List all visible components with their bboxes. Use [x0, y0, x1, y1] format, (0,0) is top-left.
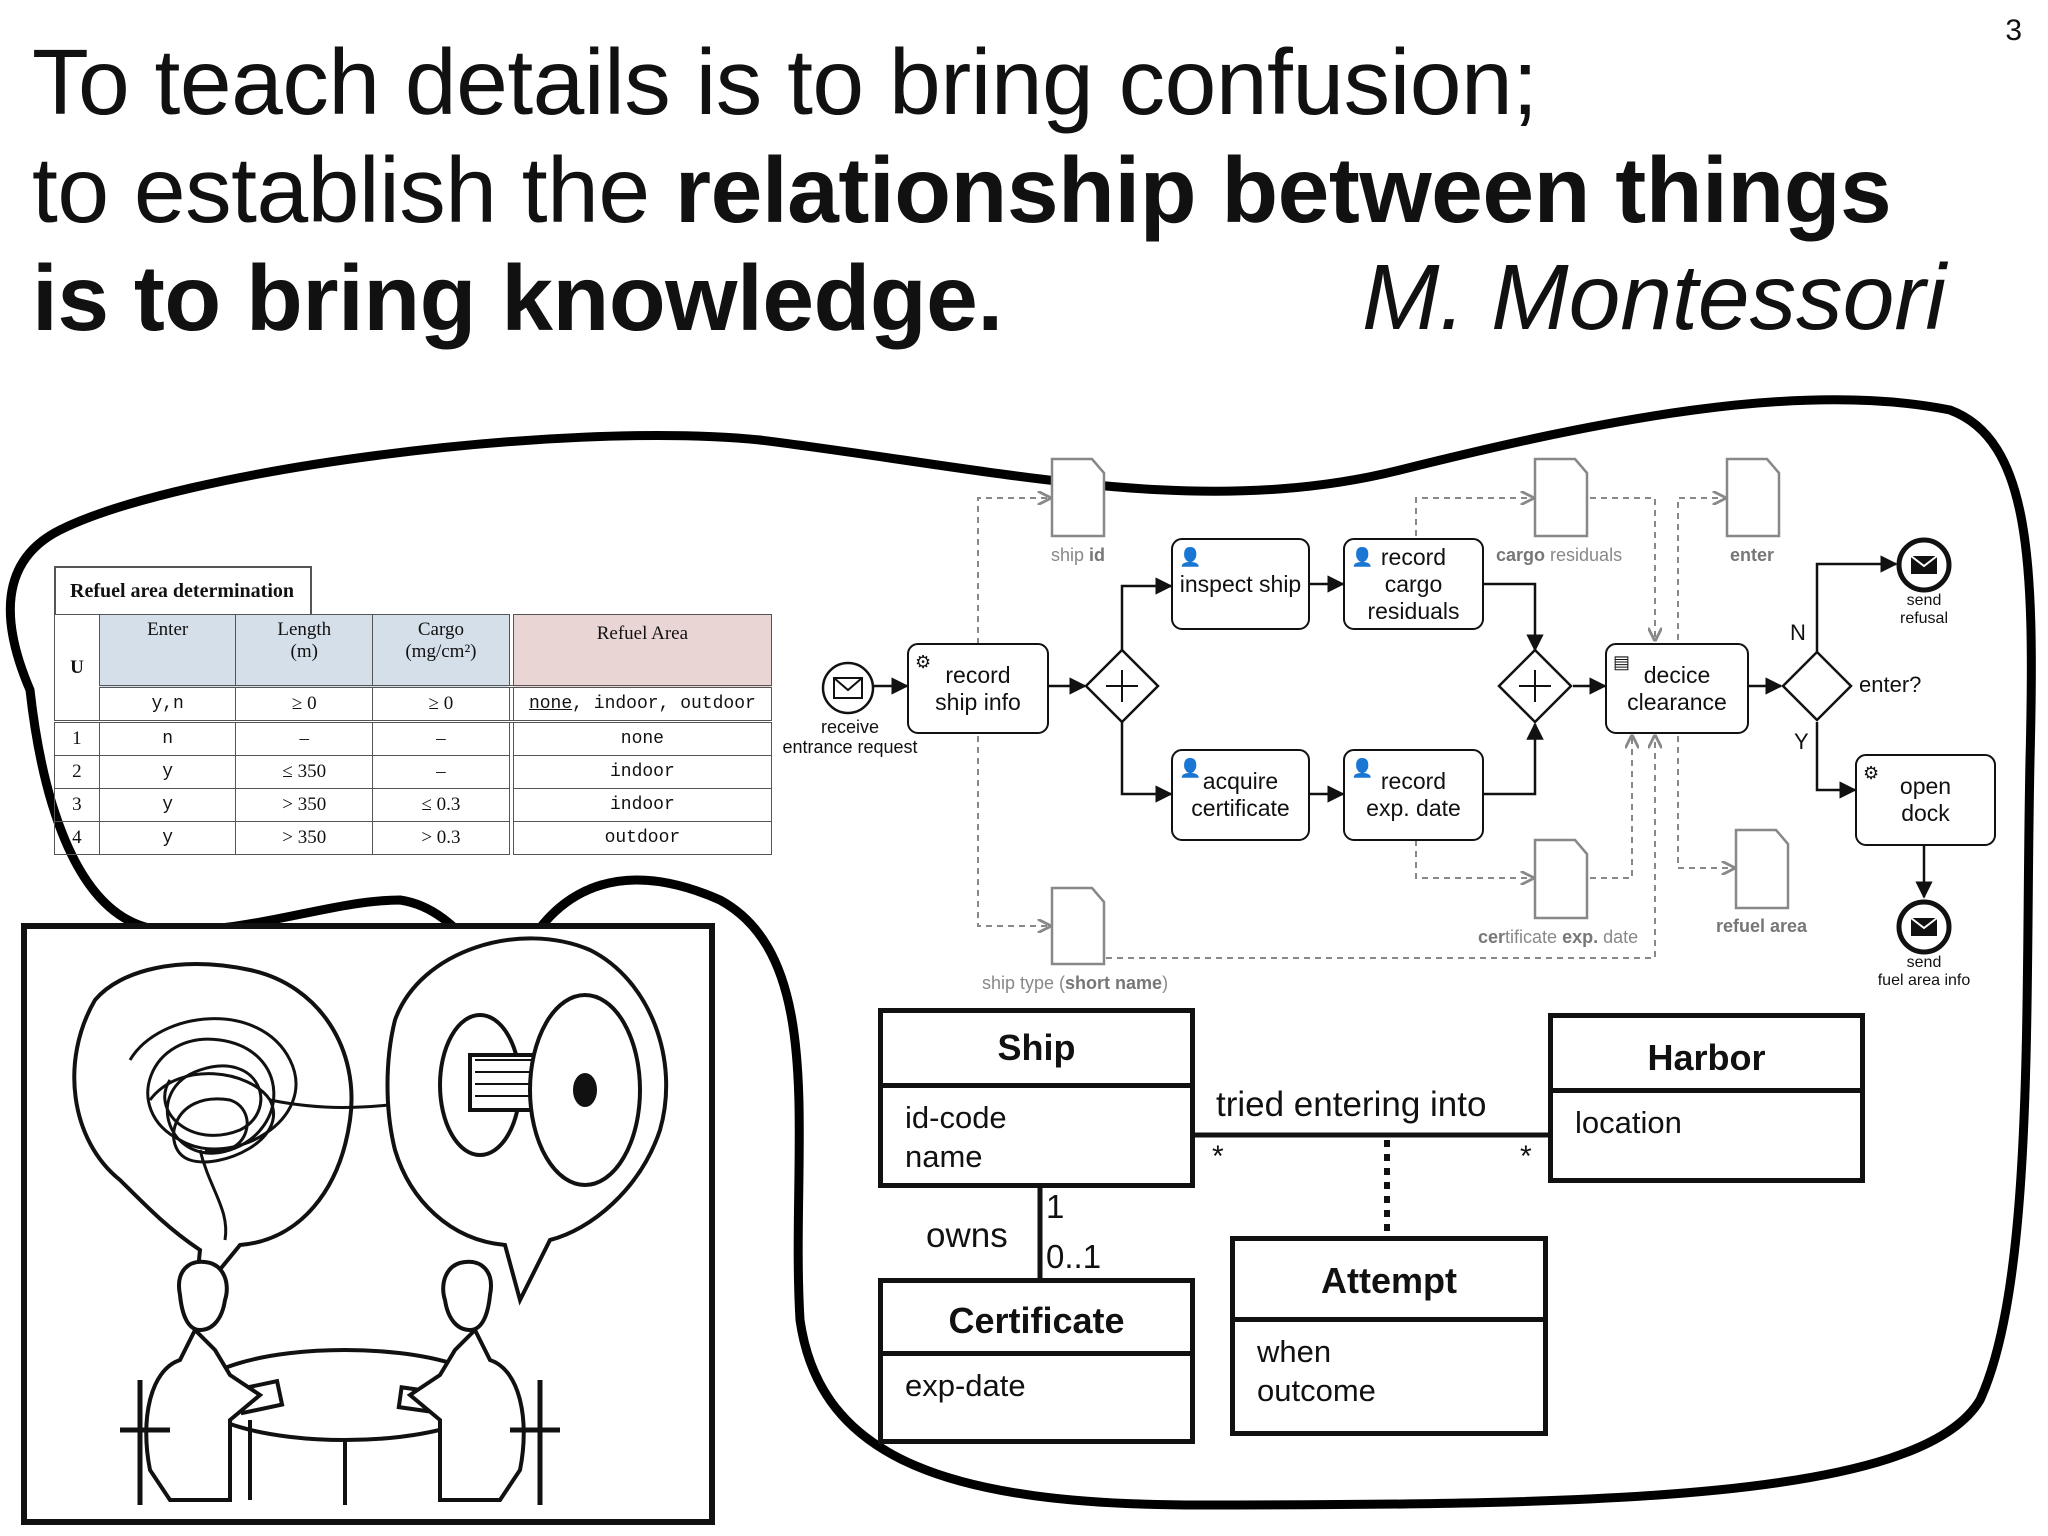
decision-table-title: Refuel area determination — [54, 566, 312, 614]
input-header-length: Length(m) — [235, 614, 374, 688]
quote-line-3: is to bring knowledge. — [32, 244, 1891, 352]
table-icon: ▤ — [1613, 652, 1631, 672]
thread-spool — [438, 993, 642, 1187]
owns-label: owns — [926, 1216, 1008, 1255]
quote-line-1: To teach details is to bring confusion; — [32, 30, 1538, 134]
class-attrs-certificate: exp-date — [905, 1368, 1026, 1403]
task-open-dock[interactable]: ⚙open dock — [1855, 754, 1996, 846]
doc-icon-ship-id — [1050, 457, 1106, 538]
task-record-exp-date[interactable]: 👤record exp. date — [1343, 749, 1484, 841]
quote-text: To teach details is to bring confusion; … — [32, 28, 1892, 352]
user-icon: 👤 — [1179, 758, 1202, 778]
data-label-cargo-residuals: cargo residuals — [1496, 545, 1623, 565]
class-attrs-harbor: location — [1575, 1105, 1682, 1140]
quote-line-2-plain: to establish the — [32, 138, 675, 242]
class-attrs-attempt: when outcome — [1257, 1334, 1376, 1408]
branch-n-label: N — [1790, 620, 1806, 645]
uml-class-attempt: Attempt when outcome — [1230, 1236, 1548, 1436]
input-domain-cargo: ≥ 0 — [372, 686, 510, 723]
class-name-harbor: Harbor — [1553, 1018, 1860, 1093]
output-domain: none, indoor, outdoor — [512, 686, 773, 723]
input-header-cargo: Cargo(mg/cm²) — [372, 614, 510, 688]
input-header-enter: Enter — [98, 614, 237, 688]
task-decide-clearance[interactable]: ▤decice clearance — [1605, 643, 1749, 734]
quote-author: M. Montessori — [1362, 245, 1946, 349]
gear-icon: ⚙ — [915, 652, 932, 672]
doc-icon-ship-type — [1050, 886, 1106, 966]
plus-icon — [1106, 670, 1551, 702]
multiplicity-left: * — [1212, 1140, 1224, 1173]
class-name-certificate: Certificate — [883, 1283, 1190, 1356]
task-record-ship-info[interactable]: ⚙record ship info — [907, 643, 1049, 734]
quote-line-3-bold: is to bring knowledge. — [32, 246, 1003, 350]
decision-table-grid: U Enter Length(m) Cargo(mg/cm²) Refuel A… — [54, 614, 773, 855]
task-acquire-certificate[interactable]: 👤acquire certificate — [1171, 749, 1310, 841]
quote-line-2-bold: relationship between things — [674, 138, 1892, 242]
page-number: 3 — [2005, 14, 2022, 47]
data-label-ship-id: ship id — [1051, 545, 1106, 565]
end-fuel-label: send fuel area info — [1877, 954, 1971, 989]
multiplicity-right: * — [1520, 1140, 1532, 1173]
user-icon: 👤 — [1179, 547, 1202, 567]
data-label-certificate-exp-date: certificate exp. date — [1478, 927, 1639, 947]
doc-icon-refuel — [1734, 828, 1790, 910]
data-label-enter: enter — [1730, 545, 1775, 565]
start-event-label: receive entrance request — [782, 717, 918, 757]
start-event-message — [821, 661, 875, 715]
input-domain-length: ≥ 0 — [235, 686, 374, 723]
task-inspect-ship[interactable]: 👤inspect ship — [1171, 538, 1310, 630]
class-name-attempt: Attempt — [1235, 1241, 1543, 1322]
data-label-refuel-area: refuel area — [1716, 916, 1808, 936]
uml-class-ship: Ship id-code name — [878, 1008, 1195, 1188]
doc-icon-enter — [1725, 457, 1781, 538]
hit-policy: U — [54, 614, 100, 723]
data-label-ship-type: ship type (short name) — [982, 973, 1169, 993]
user-icon: 👤 — [1351, 547, 1374, 567]
class-attrs-ship: id-code name — [905, 1100, 1007, 1174]
exclusive-gateway-enter — [1781, 650, 1853, 722]
branch-y-label: Y — [1794, 729, 1809, 754]
two-people-at-table — [120, 1259, 560, 1505]
quote-line-2: to establish the relationship between th… — [32, 136, 1892, 244]
doc-icon-certificate — [1533, 838, 1589, 920]
user-icon: 👤 — [1351, 758, 1374, 778]
data-objects — [1050, 457, 1790, 966]
gateway-label: enter? — [1859, 672, 1922, 697]
uml-class-harbor: Harbor location — [1548, 1013, 1865, 1183]
output-header-refuel-area: Refuel Area — [512, 614, 773, 688]
class-name-ship: Ship — [883, 1013, 1190, 1088]
gear-icon: ⚙ — [1863, 763, 1880, 783]
owns-multiplicity-top: 1 — [1046, 1188, 1065, 1225]
uml-class-certificate: Certificate exp-date — [878, 1278, 1195, 1444]
input-domain-enter: y,n — [98, 686, 237, 723]
message-envelope-icon — [833, 677, 863, 699]
association-label: tried entering into — [1216, 1085, 1487, 1124]
owns-multiplicity-bottom: 0..1 — [1046, 1238, 1102, 1275]
doc-icon-cargo — [1533, 457, 1589, 538]
end-refusal-label: send refusal — [1899, 592, 1949, 627]
task-record-cargo-residuals[interactable]: 👤record cargo residuals — [1343, 538, 1484, 630]
